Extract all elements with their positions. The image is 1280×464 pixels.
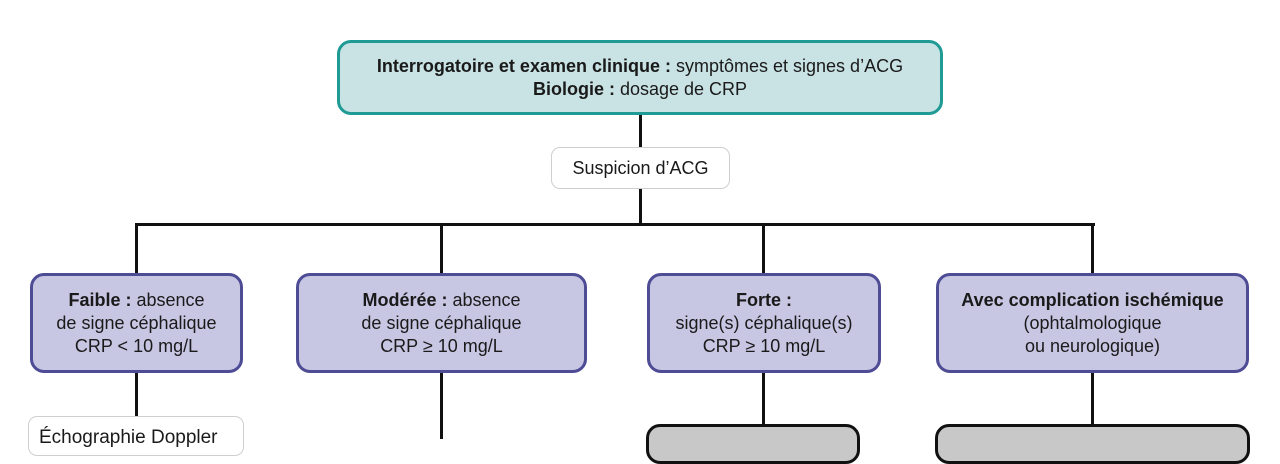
probability-moderee-box: Modérée : absence de signe céphalique CR…	[296, 273, 587, 373]
faible-line3: CRP < 10 mg/L	[74, 335, 199, 356]
forte-line1: Forte :	[736, 289, 792, 312]
doppler-ultrasound-box: Échographie Doppler	[28, 416, 244, 456]
faible-line1: Faible : absence	[68, 289, 204, 312]
faible-text1: absence	[131, 289, 205, 310]
complication-title: Avec complication ischémique	[961, 289, 1224, 310]
doppler-ultrasound-label: Échographie Doppler	[39, 427, 218, 448]
connector-horizontal-bus	[135, 223, 1095, 226]
biology-line: Biologie : dosage de CRP	[533, 78, 747, 101]
forte-line2: signe(s) céphalique(s)	[675, 312, 853, 333]
ischemic-complication-box: Avec complication ischémique (ophtalmolo…	[936, 273, 1249, 373]
connector-faible-down	[135, 373, 138, 416]
connector-bus-to-complication	[1091, 223, 1094, 273]
clinical-exam-label: Interrogatoire et examen clinique :	[376, 55, 671, 76]
biology-label: Biologie :	[532, 78, 615, 99]
probability-forte-box: Forte : signe(s) céphalique(s) CRP ≥ 10 …	[647, 273, 881, 373]
complication-line1: Avec complication ischémique	[961, 289, 1223, 312]
complication-line2: (ophtalmologique	[1023, 312, 1162, 333]
clinical-exam-line: Interrogatoire et examen clinique : symp…	[377, 55, 903, 78]
faible-title: Faible :	[68, 289, 132, 310]
probability-faible-box: Faible : absence de signe céphalique CRP…	[30, 273, 243, 373]
connector-top-to-suspicion	[639, 115, 642, 147]
moderee-title: Modérée :	[362, 289, 448, 310]
moderee-line2: de signe céphalique	[361, 312, 522, 333]
connector-moderee-down	[440, 373, 443, 439]
forte-line3: CRP ≥ 10 mg/L	[702, 335, 826, 356]
suspicion-label: Suspicion d’ACG	[572, 157, 709, 178]
connector-complication-down	[1091, 373, 1094, 424]
connector-bus-to-forte	[762, 223, 765, 273]
suspicion-box: Suspicion d’ACG	[551, 147, 730, 189]
faible-line2: de signe céphalique	[56, 312, 217, 333]
connector-bus-to-moderee	[440, 223, 443, 273]
biology-text: dosage de CRP	[614, 78, 748, 99]
forte-result-box	[646, 424, 860, 464]
connector-forte-down	[762, 373, 765, 424]
moderee-line3: CRP ≥ 10 mg/L	[380, 335, 503, 356]
complication-line3: ou neurologique)	[1024, 335, 1161, 356]
forte-title: Forte :	[736, 289, 792, 310]
moderee-text1: absence	[447, 289, 521, 310]
moderee-line1: Modérée : absence	[362, 289, 520, 312]
clinical-exam-text: symptômes et signes d’ACG	[670, 55, 904, 76]
clinical-exam-box: Interrogatoire et examen clinique : symp…	[337, 40, 943, 115]
complication-result-box	[935, 424, 1250, 464]
connector-suspicion-to-bus	[639, 189, 642, 225]
connector-bus-to-faible	[135, 223, 138, 273]
